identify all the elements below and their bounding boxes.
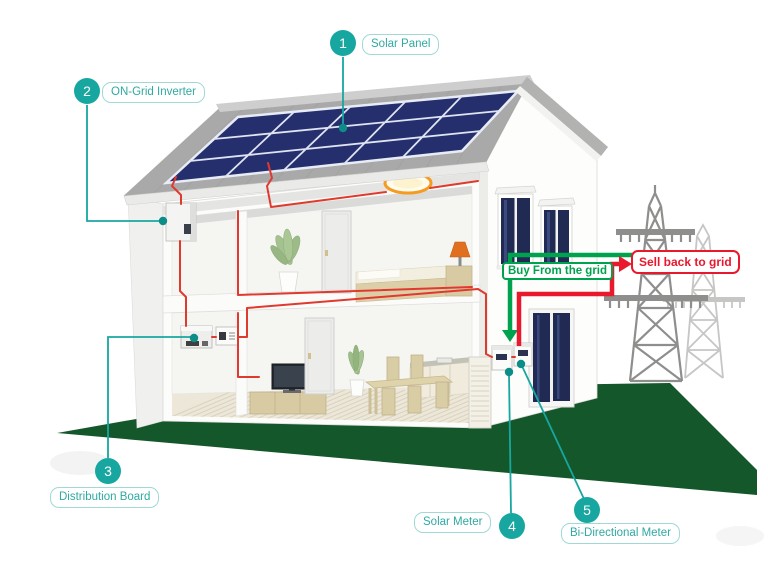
sell-arrowhead (619, 256, 632, 272)
shadow-blob-right (716, 526, 764, 546)
solar-meter-device (491, 345, 513, 371)
wire-panel-to-inverter (171, 176, 182, 205)
sell-to-grid-arrow (516, 256, 632, 346)
callout-dot-solar-meter (504, 367, 514, 377)
house (123, 75, 608, 429)
buy-from-grid-label: Buy From the grid (502, 262, 614, 280)
dining-chairs-front (381, 381, 449, 416)
callout-dot-solar-panel (338, 123, 348, 133)
callout-label-distribution-board: Distribution Board (50, 487, 160, 508)
callout-line-4 (508, 373, 512, 514)
wire-inverter-to-board (179, 240, 187, 327)
callout-label-solar-panel: Solar Panel (362, 34, 440, 55)
panel-grid-lines (189, 95, 500, 178)
callout-number-solar-panel: 1 (330, 30, 356, 56)
callout-line-5 (521, 365, 585, 500)
wire-board-to-meter (237, 288, 493, 358)
wiring (171, 162, 516, 378)
callout-label-solar-meter: Solar Meter (414, 512, 492, 533)
callout-lines (86, 57, 585, 514)
wire-panel-to-light (266, 162, 387, 208)
callout-line-2 (86, 105, 161, 222)
callout-number-inverter: 2 (74, 78, 100, 104)
ac-unit (468, 356, 492, 429)
buy-arrowhead (502, 330, 518, 342)
door-downstairs (304, 317, 335, 395)
callout-label-bi-directional-meter: Bi-Directional Meter (561, 523, 680, 544)
tv-cabinet (249, 391, 327, 415)
callout-number-distribution-board: 3 (95, 458, 121, 484)
wire-downstairs-tv (237, 312, 260, 378)
callout-number-solar-meter: 4 (499, 513, 525, 539)
dining-chairs-back (386, 354, 424, 382)
roof-gable-band (515, 77, 608, 161)
left-wall (127, 195, 164, 429)
window-upper-2 (537, 197, 576, 273)
bi-directional-meter-device (513, 342, 533, 367)
sink (436, 357, 453, 364)
door-upstairs (321, 210, 352, 294)
callout-dot-bi-directional-meter (516, 359, 526, 369)
callout-number-bi-directional-meter: 5 (574, 497, 600, 523)
buy-from-grid-arrow (502, 252, 633, 342)
sell-back-to-grid-label: Sell back to grid (631, 250, 740, 274)
wire-light-to-wall (429, 180, 479, 189)
plant-downstairs (348, 344, 365, 397)
eave-fascia (123, 161, 490, 206)
callout-dot-inverter (158, 216, 168, 226)
transmission-tower-back (663, 223, 745, 379)
on-grid-inverter-device (165, 202, 197, 242)
sliding-door (528, 308, 575, 408)
callout-label-inverter: ON-Grid Inverter (102, 82, 205, 103)
wire-upstairs-floor (237, 210, 473, 296)
plant-upstairs (270, 228, 301, 293)
callout-dot-distribution-board (189, 333, 199, 343)
window-awning (494, 185, 537, 195)
ridge-cap (216, 75, 534, 112)
window-awning (537, 197, 576, 207)
table-lamp (449, 241, 471, 266)
callout-line-3 (107, 336, 191, 458)
